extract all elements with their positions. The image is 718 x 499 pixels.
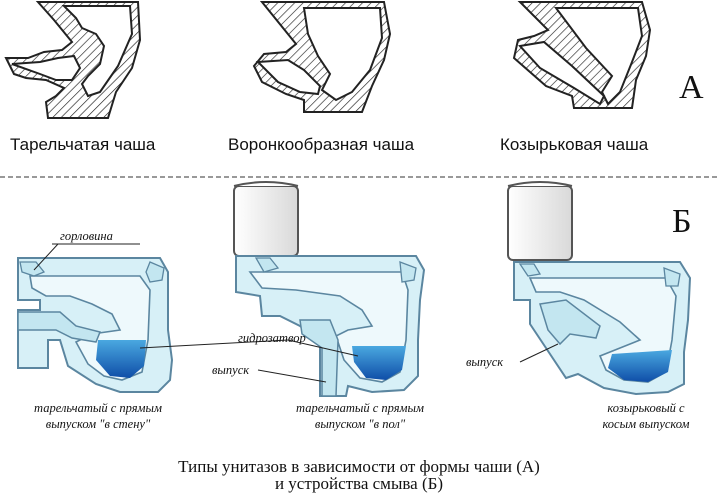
water-seal-label: гидрозатвор: [238, 331, 306, 345]
outlet-label-middle: выпуск: [212, 363, 249, 377]
funnel-bowl-label: Воронкообразная чаша: [228, 135, 415, 154]
variant-3-line1: козырьковый с: [607, 401, 685, 415]
funnel-bowl-drawing: [252, 1, 392, 113]
variant-2-line1: тарельчатый с прямым: [296, 401, 424, 415]
floor-outlet-toilet: [233, 181, 426, 397]
variant-3-line2: косым выпуском: [602, 417, 689, 431]
leader-lines: [33, 243, 559, 383]
shelf-bowl-label: Тарельчатая чаша: [10, 135, 156, 154]
variant-1-line1: тарельчатый с прямым: [34, 401, 162, 415]
caption-line-2: и устройства смыва (Б): [274, 474, 444, 493]
visor-bowl-drawing: [512, 0, 652, 109]
variant-1-line2: выпуском "в стену": [46, 417, 151, 431]
section-a-letter: А: [679, 69, 704, 106]
section-b-letter: Б: [672, 203, 692, 240]
oblique-outlet-toilet: [507, 181, 692, 396]
shelf-bowl-drawing: [4, 1, 142, 119]
caption-line-1: Типы унитазов в зависимости от формы чаш…: [178, 457, 540, 476]
cistern-tank: [507, 185, 573, 261]
neck-label: горловина: [60, 229, 113, 243]
outlet-label-right: выпуск: [466, 355, 503, 369]
visor-bowl-label: Козырьковая чаша: [500, 135, 649, 154]
variant-2-line2: выпуском "в пол": [315, 417, 406, 431]
cistern-tank: [233, 185, 299, 257]
wall-outlet-toilet: [17, 257, 174, 393]
